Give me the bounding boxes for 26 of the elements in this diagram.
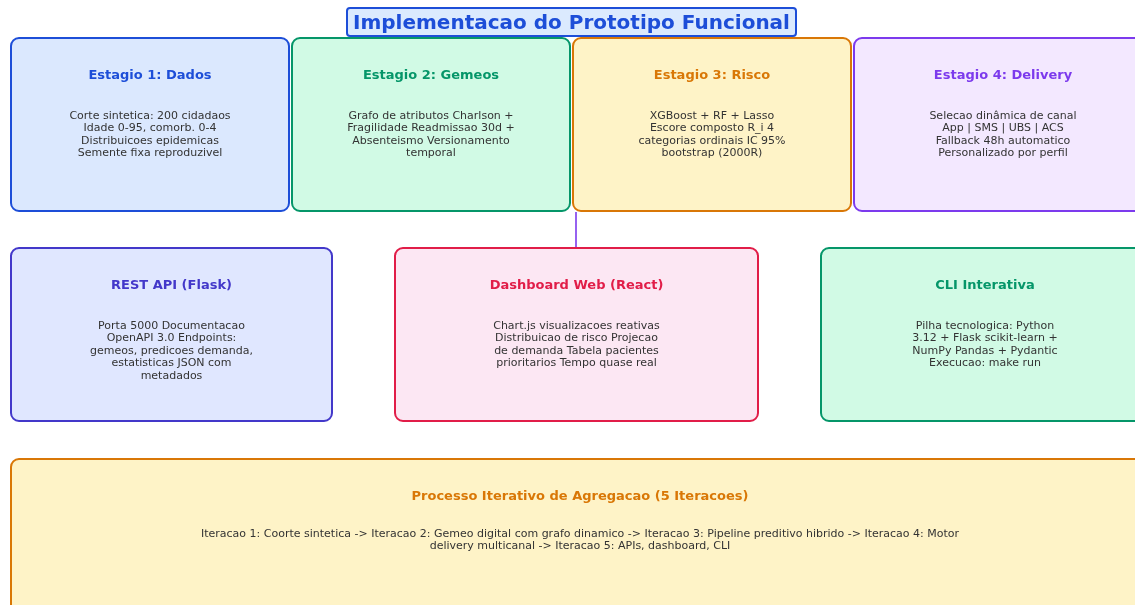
card-body-text: Iteracao 1: Coorte sintetica -> Iteracao 2: Gemeo digital com grafo dinamico -> Iteracao 3: Pipeline preditivo hibrido -> Iteracao 4: Motor delivery multicanal -> Iteracao 5: APIs, dashboard, CLI — [199, 528, 961, 553]
stage-card — [10, 247, 333, 422]
card-heading: Estagio 4: Delivery — [933, 67, 1073, 82]
diagram-title: Implementacao do Prototipo Funcional — [346, 7, 797, 37]
stage-card — [394, 247, 759, 422]
connector-line — [575, 211, 577, 248]
card-heading: Estagio 1: Dados — [88, 67, 212, 82]
card-body-text: Selecao dinâmica de canal App | SMS | UBS | ACS Fallback 48h automatico Personalizado por perfil — [928, 110, 1078, 160]
card-heading: REST API (Flask) — [111, 277, 232, 292]
card-heading: Dashboard Web (React) — [489, 277, 664, 292]
process-panel — [10, 458, 1135, 605]
stage-card — [572, 37, 852, 212]
stage-card — [820, 247, 1135, 422]
stage-card — [853, 37, 1135, 212]
card-body-text: Chart.js visualizacoes reativas Distribuicao de risco Projecao de demanda Tabela pacientes prioritarios Tempo quase real — [492, 320, 661, 370]
card-heading: Estagio 2: Gemeos — [362, 67, 500, 82]
card-body-text: XGBoost + RF + Lasso Escore composto R_i 4 categorias ordinais IC 95% bootstrap (2000R) — [637, 110, 787, 160]
card-heading: Estagio 3: Risco — [653, 67, 771, 82]
card-heading: CLI Interativa — [935, 277, 1035, 292]
card-body-text: Pilha tecnologica: Python 3.12 + Flask scikit-learn + NumPy Pandas + Pydantic Execucao: make run — [911, 320, 1059, 370]
stage-card — [10, 37, 290, 212]
card-body-text: Corte sintetica: 200 cidadaos Idade 0-95, comorb. 0-4 Distribuicoes epidemicas Semente fixa reproduzivel — [68, 110, 232, 160]
card-body-text: Grafo de atributos Charlson + Fragilidade Readmissao 30d + Absenteismo Versionamento temporal — [346, 110, 516, 160]
stage-card — [291, 37, 571, 212]
card-heading: Processo Iterativo de Agregacao (5 Iteracoes) — [411, 488, 749, 503]
card-body-text: Porta 5000 Documentacao OpenAPI 3.0 Endpoints: gemeos, predicoes demanda, estatisticas JSON com metadados — [89, 320, 254, 383]
